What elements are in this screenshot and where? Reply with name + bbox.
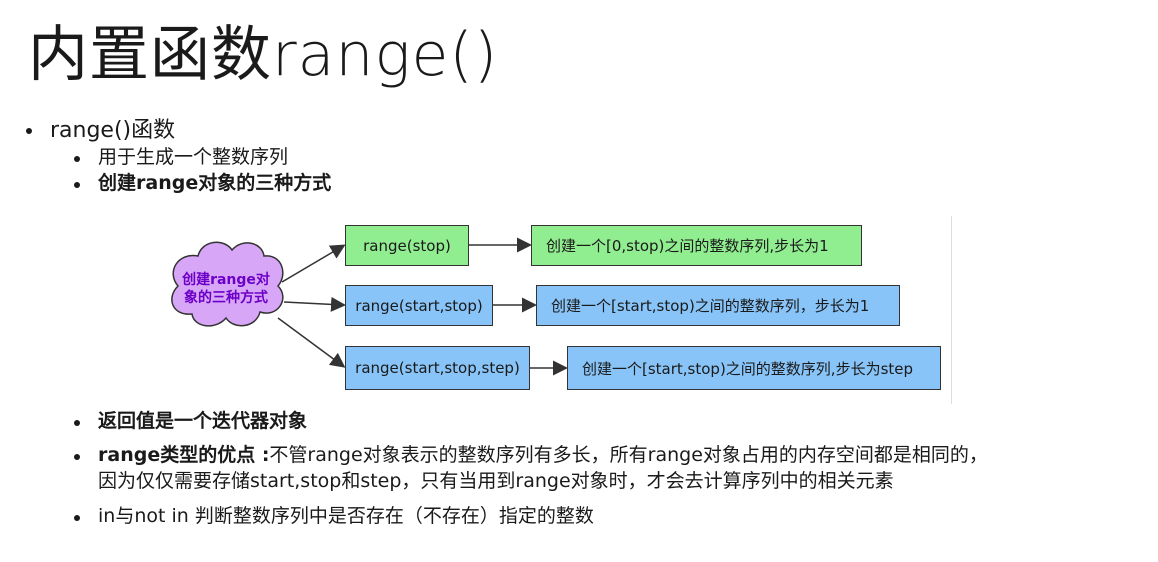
cloud-label-line1: 创建range对 [182, 272, 270, 288]
bullet-dot [74, 515, 80, 521]
slide-title: 内置函数range() [28, 20, 499, 90]
bullet-three-ways: 创建range对象的三种方式 [98, 172, 332, 194]
box-range-stop: range(stop) [345, 225, 469, 266]
box-range-stop-result: 创建一个[0,stop)之间的整数序列,步长为1 [531, 225, 862, 266]
advantage-line1: 不管range对象表示的整数序列有多长，所有range对象占用的内存空间都是相同… [269, 444, 988, 466]
diagram-connectors [171, 237, 568, 376]
bullet-dot [74, 454, 80, 460]
cloud-label: 创建range对 象的三种方式 [172, 272, 280, 307]
diagram-edge [951, 216, 952, 404]
bullet-dot [74, 182, 80, 188]
arrow-cloud-to-start-stop [283, 296, 346, 312]
box-range-start-stop: range(start,stop) [345, 285, 493, 326]
bullet-in-not-in: in与not in 判断整数序列中是否存在（不存在）指定的整数 [98, 505, 594, 527]
bullet-range-advantage: range类型的优点 :不管range对象表示的整数序列有多长，所有range对… [98, 444, 988, 467]
bullet-range-function: range()函数 [50, 118, 176, 143]
bullet-return-iterator: 返回值是一个迭代器对象 [98, 410, 308, 432]
range-forms-diagram: 创建range对 象的三种方式 range(stop) 创建一个[0,stop)… [160, 216, 952, 404]
bullet-dot [26, 128, 32, 134]
box-range-start-stop-step-result: 创建一个[start,stop)之间的整数序列,步长为step [567, 346, 941, 390]
cloud-label-line2: 象的三种方式 [184, 289, 268, 306]
bullet-dot [74, 420, 80, 426]
box-range-start-stop-result: 创建一个[start,stop)之间的整数序列，步长为1 [536, 285, 900, 326]
cloud-shape [171, 241, 284, 327]
box-range-start-stop-step: range(start,stop,step) [345, 346, 530, 390]
bullet-generate-sequence: 用于生成一个整数序列 [98, 146, 289, 168]
arrow-cloud-to-start-stop-step [277, 317, 346, 368]
advantage-heading: range类型的优点 : [98, 444, 270, 466]
advantage-line2: 因为仅仅需要存储start,stop和step，只有当用到range对象时，才会… [98, 470, 894, 492]
bullet-dot [74, 156, 80, 162]
arrow-cloud-to-stop [281, 244, 346, 283]
